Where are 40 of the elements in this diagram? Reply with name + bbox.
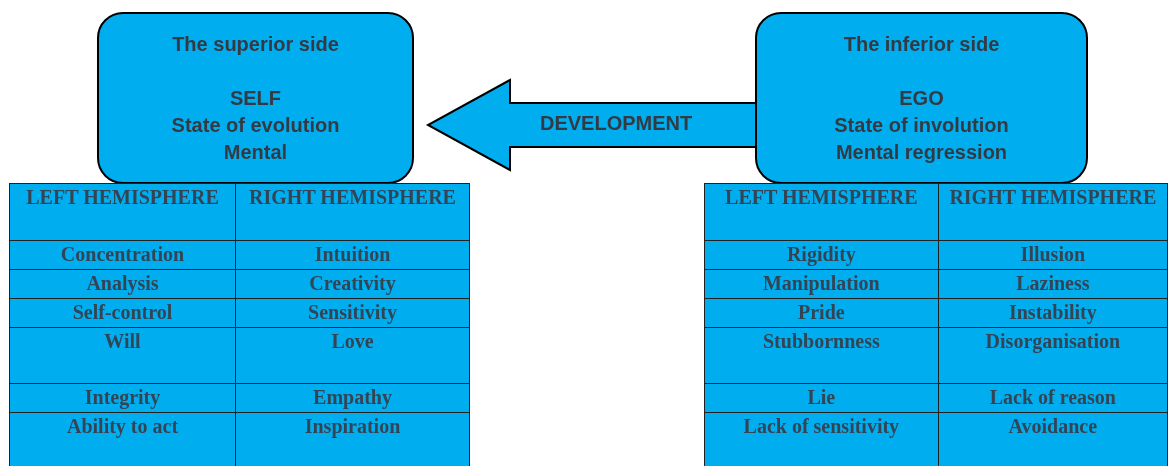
table-cell: Disorganisation bbox=[938, 327, 1168, 384]
table-cell: Concentration bbox=[9, 240, 236, 270]
table-cell: Pride bbox=[704, 298, 939, 328]
rounded-box bbox=[755, 12, 1088, 184]
table-cell: Illusion bbox=[938, 240, 1168, 270]
table-cell: Intuition bbox=[235, 240, 470, 270]
node-text: State of evolution bbox=[171, 113, 340, 138]
table-cell: Creativity bbox=[235, 269, 470, 299]
table-cell: Stubbornness bbox=[704, 327, 939, 384]
header-cell: LEFT HEMISPHERE bbox=[9, 183, 236, 241]
header-cell: RIGHT HEMISPHERE bbox=[235, 183, 470, 241]
table-cell: Laziness bbox=[938, 269, 1168, 299]
edge-label: DEVELOPMENT bbox=[540, 112, 693, 135]
header-cell: LEFT HEMISPHERE bbox=[704, 183, 939, 241]
node-text: EGO bbox=[899, 86, 944, 111]
node-text: SELF bbox=[229, 86, 282, 111]
table-cell: Integrity bbox=[9, 383, 236, 413]
table-cell: Lie bbox=[704, 383, 939, 413]
block-arrow bbox=[425, 78, 757, 172]
table-cell: Empathy bbox=[235, 383, 470, 413]
table-cell: Analysis bbox=[9, 269, 236, 299]
table-cell: Love bbox=[235, 327, 470, 384]
table-cell: Ability to act bbox=[9, 412, 236, 466]
table-cell: Lack of reason bbox=[938, 383, 1168, 413]
header-cell: RIGHT HEMISPHERE bbox=[938, 183, 1168, 241]
node-text: Mental regression bbox=[835, 140, 1008, 165]
table-cell: Instability bbox=[938, 298, 1168, 328]
rounded-box bbox=[97, 12, 414, 184]
node-text: Mental bbox=[223, 140, 288, 165]
table-cell: Manipulation bbox=[704, 269, 939, 299]
node-text: State of involution bbox=[834, 113, 1009, 138]
heading: The superior side bbox=[172, 32, 339, 57]
table-cell: Will bbox=[9, 327, 236, 384]
table-cell: Self-control bbox=[9, 298, 236, 328]
table-cell: Avoidance bbox=[938, 412, 1168, 466]
table-cell: Inspiration bbox=[235, 412, 470, 466]
table-cell: Rigidity bbox=[704, 240, 939, 270]
table-cell: Sensitivity bbox=[235, 298, 470, 328]
heading: The inferior side bbox=[843, 32, 1000, 57]
table-cell: Lack of sensitivity bbox=[704, 412, 939, 466]
